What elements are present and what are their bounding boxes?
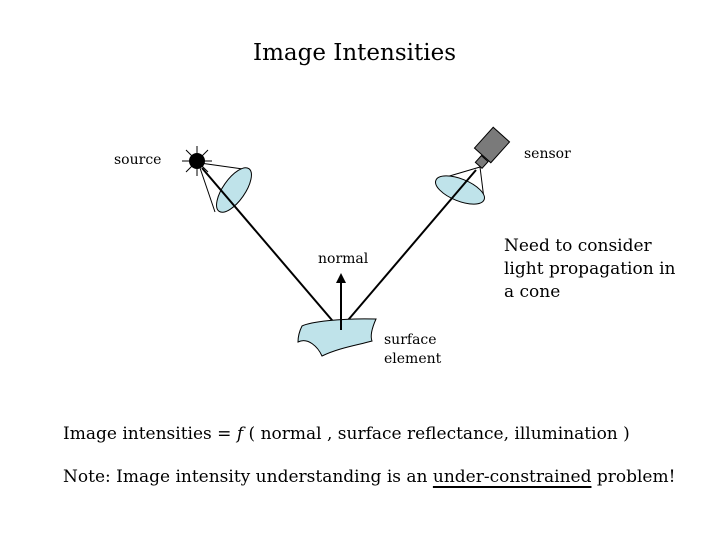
- surface-element: [297, 318, 377, 357]
- surface-label-line: surface: [384, 332, 437, 348]
- surface-label-line: element: [384, 351, 442, 367]
- cone-note-line: light propagation in: [504, 259, 676, 279]
- equation-equals: =: [217, 424, 232, 444]
- note-before: Note: Image intensity understanding is a…: [63, 467, 433, 487]
- note-underlined: under-constrained: [432, 467, 592, 487]
- sensor-camera-icon: [473, 126, 511, 170]
- cone-note-line: a cone: [504, 282, 561, 302]
- note-line: Note: Image intensity understanding is a…: [63, 467, 675, 487]
- source-cone-line: [198, 164, 216, 213]
- light-source-icon: [182, 146, 212, 176]
- equation-args: ( normal , surface reflectance, illumina…: [248, 424, 630, 444]
- cone-note-line: Need to consider: [504, 236, 652, 256]
- source-lens: [216, 167, 252, 213]
- note-after: problem!: [591, 467, 676, 487]
- sensor-label: sensor: [524, 146, 571, 162]
- equation-function: f: [236, 424, 244, 444]
- surface-label: surface element: [384, 331, 504, 369]
- reflected-ray: [342, 169, 477, 327]
- cone-note: Need to consider light propagation in a …: [504, 235, 704, 304]
- incident-ray: [201, 167, 338, 327]
- page-title: Image Intensities: [253, 40, 456, 66]
- equation-line: Image intensities = f ( normal , surface…: [63, 424, 630, 444]
- normal-label: normal: [318, 251, 369, 267]
- source-label: source: [114, 152, 162, 168]
- equation-lhs: Image intensities: [63, 424, 212, 444]
